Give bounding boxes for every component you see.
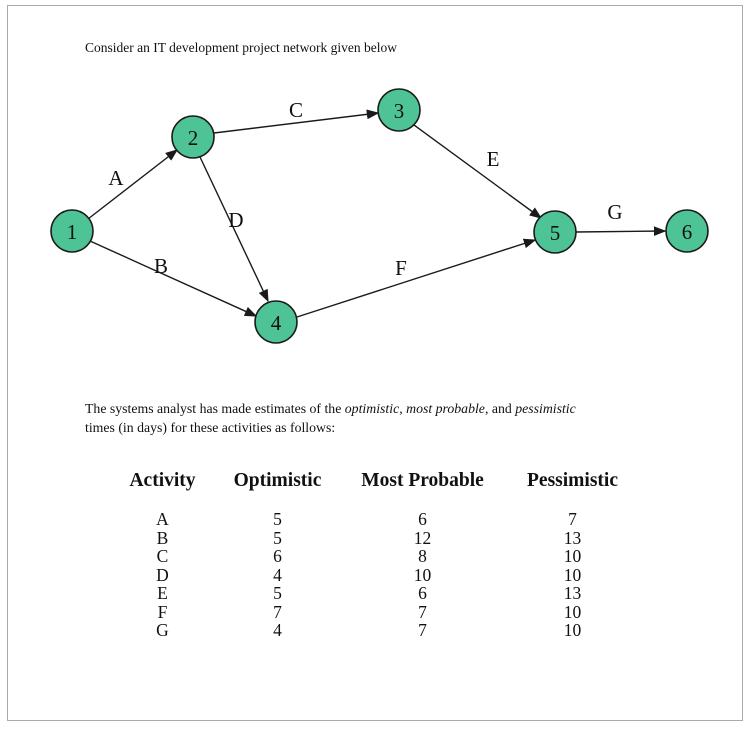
edge-a-label: A: [108, 166, 124, 190]
edge-b-label: B: [154, 254, 168, 278]
table-cell-optimistic: 4: [273, 564, 282, 585]
activity-estimates-table: Activity Optimistic Most Probable Pessim…: [110, 470, 640, 640]
node-2-circle: [171, 115, 215, 159]
node-5-circle: [533, 210, 577, 254]
paragraph-em-most-probable: most probable: [406, 401, 485, 416]
paragraph-em-optimistic: optimistic: [344, 401, 400, 416]
table-cell-pessimistic: 13: [563, 527, 582, 548]
table-row: F 7 7 10: [110, 601, 640, 622]
table-header-activity: Activity: [129, 470, 196, 491]
project-network-diagram: 1 2 3 4 5 6 A B C D E F G: [50, 88, 709, 344]
node-1-label: 1: [67, 220, 78, 244]
intro-text: Consider an IT development project netwo…: [85, 40, 398, 55]
node-6-circle: [665, 209, 709, 253]
table-cell-optimistic: 4: [273, 620, 282, 640]
node-4-circle: [254, 300, 298, 344]
edge-c-label: C: [289, 98, 303, 122]
table-row: E 5 6 13: [110, 584, 640, 603]
table-cell-pessimistic: 10: [563, 601, 582, 622]
table-row: G 4 7 10: [110, 621, 640, 640]
edge-g-label: G: [607, 200, 622, 224]
table-row: D 4 10 10: [110, 564, 640, 585]
edge-d-label: D: [228, 208, 243, 232]
table-cell-pessimistic: 10: [563, 546, 582, 566]
table-cell-most-probable: 7: [418, 601, 427, 622]
table-cell-activity: A: [156, 509, 169, 529]
page-border: [7, 5, 743, 721]
node-6: 6: [665, 209, 709, 253]
table-cell-pessimistic: 10: [563, 620, 582, 640]
paragraph-text-3: , and: [484, 401, 516, 416]
table-cell-activity: F: [157, 601, 168, 622]
table-cell-optimistic: 7: [273, 601, 282, 622]
edges-group: [87, 109, 667, 318]
node-1: 1: [50, 209, 94, 253]
table-header-row: Activity Optimistic Most Probable Pessim…: [110, 470, 640, 510]
table-cell-pessimistic: 7: [568, 509, 577, 529]
table-header-most-probable: Most Probable: [361, 470, 484, 491]
edge-e-label: E: [487, 147, 500, 171]
edge-labels-group: A B C D E F G: [108, 98, 622, 280]
table-row: C 6 8 10: [110, 547, 640, 566]
edge-g: [575, 226, 667, 237]
node-3-circle: [377, 88, 421, 132]
table-row: B 5 12 13: [110, 527, 640, 548]
node-5: 5: [533, 210, 577, 254]
table-cell-activity: G: [156, 620, 169, 640]
table-row: A 5 6 7: [110, 510, 640, 529]
paragraph-line-2: times (in days) for these activities as …: [85, 420, 336, 435]
edge-f: [296, 238, 537, 318]
node-4-label: 4: [271, 311, 282, 335]
table-cell-optimistic: 6: [273, 546, 282, 566]
table-cell-most-probable: 12: [413, 527, 432, 548]
edge-c: [213, 109, 380, 134]
edge-b: [89, 240, 258, 317]
table-cell-pessimistic: 10: [563, 564, 582, 585]
estimates-paragraph: The systems analyst has made estimates o…: [85, 399, 681, 437]
node-2-label: 2: [188, 126, 199, 150]
table-header-pessimistic: Pessimistic: [527, 470, 618, 491]
table-cell-activity: C: [156, 546, 169, 566]
nodes-group: 1 2 3 4 5 6: [50, 88, 709, 344]
table-cell-optimistic: 5: [273, 509, 282, 529]
table-cell-optimistic: 5: [273, 583, 282, 603]
paragraph-text-2: ,: [399, 401, 407, 416]
node-3-label: 3: [394, 99, 405, 123]
node-4: 4: [254, 300, 298, 344]
edge-d: [199, 156, 269, 303]
node-5-label: 5: [550, 221, 561, 245]
edge-e: [413, 124, 543, 219]
node-3: 3: [377, 88, 421, 132]
node-1-circle: [50, 209, 94, 253]
edge-f-label: F: [395, 256, 407, 280]
paragraph-em-pessimistic: pessimistic: [515, 401, 576, 416]
table-cell-activity: E: [157, 583, 168, 603]
table-cell-activity: B: [156, 527, 169, 548]
paragraph-text-1: The systems analyst has made estimates o…: [85, 401, 345, 416]
edge-a: [87, 149, 179, 220]
table-cell-most-probable: 8: [418, 546, 427, 566]
node-2: 2: [171, 115, 215, 159]
table-cell-optimistic: 5: [273, 527, 282, 548]
table-cell-most-probable: 6: [418, 583, 427, 603]
table-cell-pessimistic: 13: [563, 583, 582, 603]
node-6-label: 6: [682, 220, 693, 244]
table-cell-most-probable: 7: [418, 620, 427, 640]
table-cell-most-probable: 10: [413, 564, 432, 585]
table-cell-activity: D: [156, 564, 169, 585]
table-cell-most-probable: 6: [418, 509, 427, 529]
table-header-optimistic: Optimistic: [233, 470, 322, 491]
